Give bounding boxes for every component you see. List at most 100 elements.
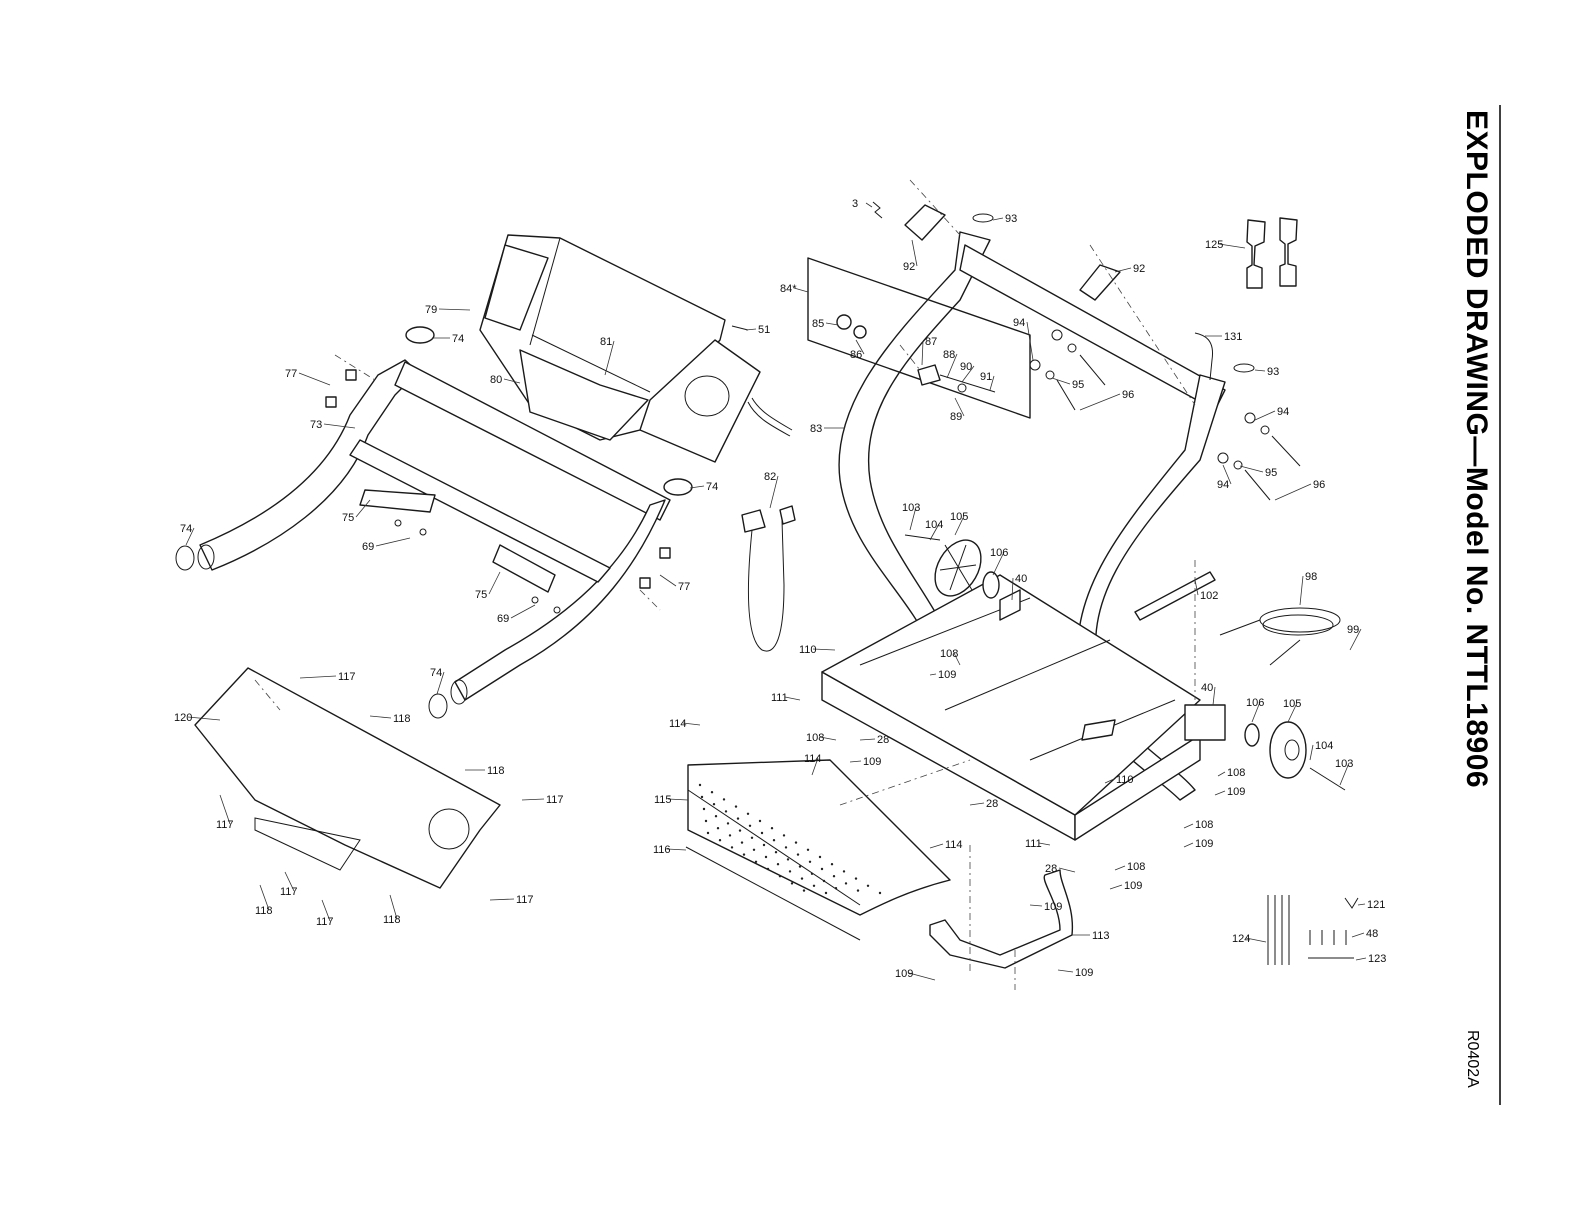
leader-line-c82 — [769, 475, 779, 509]
leader-line-c99 — [1349, 628, 1362, 651]
perforation-dot — [802, 889, 806, 892]
perforation-dot — [770, 827, 774, 830]
perforation-dot — [718, 839, 722, 842]
perforation-dot — [710, 791, 714, 794]
perforation-dot — [800, 877, 804, 880]
leader-line-c81 — [604, 340, 615, 376]
leader-line-c117a — [299, 675, 337, 679]
perforation-dot — [866, 884, 870, 887]
callout-c114c: 114 — [945, 839, 963, 851]
perforation-dot — [844, 882, 848, 885]
perforation-dot — [736, 817, 740, 820]
callout-c108c: 108 — [1227, 767, 1245, 779]
callout-c94a: 94 — [1013, 317, 1025, 329]
leader-line-c92a — [911, 239, 918, 267]
leader-line-c86 — [855, 339, 865, 355]
callout-c109f: 109 — [1044, 901, 1062, 913]
leader-line-c104b — [1309, 744, 1314, 761]
callout-c28c: 28 — [1045, 863, 1057, 875]
perforation-dot — [798, 865, 802, 868]
motor-hood — [685, 759, 951, 941]
leader-line-c88 — [946, 353, 958, 379]
callout-c109h: 109 — [1075, 967, 1093, 979]
callout-c120: 120 — [174, 712, 192, 724]
perforation-dot — [830, 863, 834, 866]
callout-c95a: 95 — [1072, 379, 1084, 391]
perforation-dot — [776, 863, 780, 866]
callout-c95b: 95 — [1265, 467, 1277, 479]
leader-line-c118c — [259, 884, 270, 911]
callout-c109c: 109 — [1227, 786, 1245, 798]
callout-c111b: 111 — [1025, 838, 1042, 850]
callout-c102: 102 — [1200, 590, 1218, 602]
leader-line-c109b — [849, 760, 862, 763]
callout-c110a: 110 — [799, 644, 817, 656]
callout-c96a: 96 — [1122, 389, 1134, 401]
leader-line-c103a — [909, 506, 917, 531]
callout-c118d: 118 — [383, 914, 401, 926]
callout-c103a: 103 — [902, 502, 920, 514]
leader-line-c92b — [1114, 267, 1132, 273]
leader-line-c74d — [436, 671, 445, 695]
leader-line-c118a — [369, 715, 392, 719]
leader-line-c94a — [1026, 321, 1034, 361]
leader-line-c94b — [1254, 410, 1276, 421]
leader-line-c114c — [929, 843, 944, 849]
leader-line-c102 — [1194, 579, 1199, 596]
callout-c91: 91 — [980, 371, 992, 383]
callout-c109g: 109 — [895, 968, 913, 980]
dumbbells — [1246, 217, 1298, 289]
leader-line-c75b — [488, 571, 501, 595]
leader-line-c106b — [1251, 701, 1261, 723]
lift-motor — [1134, 571, 1341, 666]
hood-perforations — [698, 783, 882, 895]
callout-c40b: 40 — [1201, 682, 1213, 694]
callout-c98: 98 — [1305, 571, 1317, 583]
perforation-dot — [740, 841, 744, 844]
perforation-dot — [854, 877, 858, 880]
callout-c89: 89 — [950, 411, 962, 423]
callout-c85: 85 — [812, 318, 824, 330]
perforation-dot — [758, 819, 762, 823]
leader-line-c105a — [954, 515, 965, 536]
callout-c83: 83 — [810, 423, 822, 435]
callout-c131: 131 — [1224, 331, 1242, 343]
leader-line-c90 — [961, 365, 975, 383]
callout-c104b: 104 — [1315, 740, 1333, 752]
perforation-dot — [788, 870, 792, 873]
base-ubar — [929, 869, 1074, 969]
leader-line-c51 — [745, 328, 757, 331]
leader-line-c93b — [1254, 369, 1266, 372]
callout-c117a: 117 — [338, 671, 356, 683]
perforation-dot — [796, 853, 800, 856]
perforation-dot — [716, 827, 720, 830]
leader-line-c94c — [1222, 464, 1232, 485]
perforation-dot — [824, 891, 828, 895]
callout-c105b: 105 — [1283, 698, 1301, 710]
upright-frame — [838, 201, 1301, 801]
leader-line-c116 — [666, 848, 687, 851]
perforation-dot — [834, 887, 838, 890]
callout-c75a: 75 — [342, 512, 354, 524]
callout-c81: 81 — [600, 336, 612, 348]
callout-c94b: 94 — [1277, 406, 1289, 418]
callout-c124: 124 — [1232, 933, 1250, 945]
callout-c82: 82 — [764, 471, 776, 483]
perforation-dot — [702, 807, 706, 811]
page-title: EXPLODED DRAWING—Model No. NTTL18906 — [1460, 110, 1493, 788]
perforation-dot — [772, 839, 776, 842]
perforation-dot — [726, 822, 730, 825]
callout-c121: 121 — [1367, 899, 1385, 911]
perforation-dot — [714, 815, 718, 818]
leader-line-c77a — [298, 372, 331, 386]
leader-line-c120 — [187, 716, 221, 721]
callout-c114a: 114 — [669, 718, 687, 730]
callout-c94c: 94 — [1217, 479, 1229, 491]
leader-line-c109h — [1057, 969, 1074, 973]
callout-c104a: 104 — [925, 519, 943, 531]
callout-c93b: 93 — [1267, 366, 1279, 378]
perforation-dot — [700, 795, 704, 799]
callout-c106a: 106 — [990, 547, 1008, 559]
callout-c74c: 74 — [180, 523, 192, 535]
